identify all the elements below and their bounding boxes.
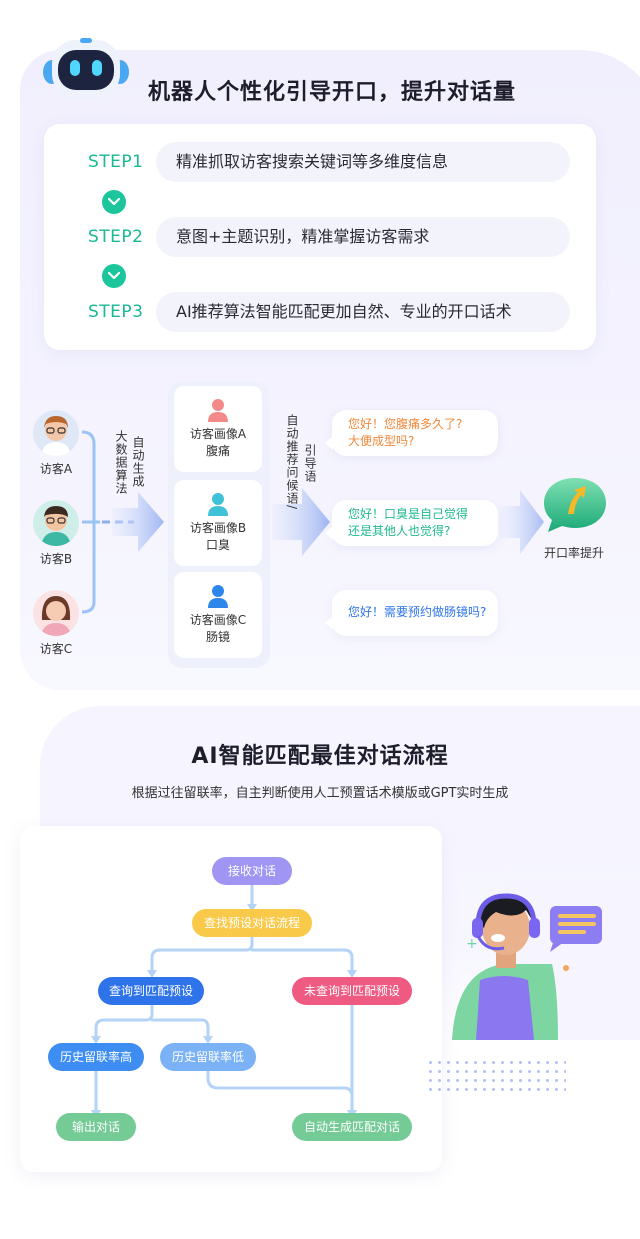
label-guide: 引导语	[303, 444, 317, 483]
flow-connectors	[91, 884, 357, 1118]
steps-card: STEP1 精准抓取访客搜索关键词等多维度信息 STEP2 意图+主题识别，精准…	[44, 124, 596, 350]
persona-title: 访客画像C	[189, 613, 247, 627]
node-lookup: 查找预设对话流程	[192, 909, 312, 937]
rising-chat-icon	[540, 474, 610, 536]
bubble-line: 您好！您腹痛多久了?	[348, 417, 463, 431]
section2-title: AI智能匹配最佳对话流程	[191, 744, 449, 769]
person-icon	[207, 492, 229, 516]
visitor-c: 访客C	[26, 590, 86, 657]
bubble-line: 大便成型吗?	[348, 434, 415, 448]
node-auto-generate: 自动生成匹配对话	[292, 1113, 412, 1141]
chat-bubble-a: 您好！您腹痛多久了? 大便成型吗?	[325, 410, 498, 456]
person-icon	[207, 584, 229, 608]
persona-sub: 口臭	[205, 538, 230, 552]
section2-subtitle: 根据过往留联率，自主判断使用人工预置话术模版或GPT实时生成	[131, 786, 509, 801]
flow1-connectors	[81, 430, 544, 614]
support-agent-illustration: +	[446, 880, 640, 1040]
visitor-name: 访客C	[39, 642, 73, 656]
chevron-down-icon	[102, 190, 126, 214]
step-row-3: STEP3 AI推荐算法智能匹配更加自然、专业的开口话术	[44, 292, 596, 332]
robot-icon	[40, 36, 132, 102]
persona-card-c: 访客画像C 肠镜	[174, 572, 262, 658]
node-receive: 接收对话	[212, 857, 292, 885]
persona-sub: 肠镜	[205, 630, 230, 644]
persona-title: 访客画像A	[189, 427, 247, 441]
bubble-line: 还是其他人也觉得?	[348, 524, 451, 538]
result-label: 开口率提升	[544, 546, 605, 560]
avatar	[33, 500, 79, 546]
step-row-2: STEP2 意图+主题识别，精准掌握访客需求	[44, 217, 596, 257]
step-text: 精准抓取访客搜索关键词等多维度信息	[156, 142, 570, 182]
persona-sub: 腹痛	[205, 444, 230, 458]
avatar	[33, 590, 79, 636]
persona-card-b: 访客画像B 口臭	[174, 480, 262, 566]
section1-title: 机器人个性化引导开口，提升对话量	[148, 80, 517, 105]
step-text: AI推荐算法智能匹配更加自然、专业的开口话术	[156, 292, 570, 332]
visitor-name: 访客A	[39, 462, 73, 476]
step-row-1: STEP1 精准抓取访客搜索关键词等多维度信息	[44, 142, 596, 182]
persona-card-a: 访客画像A 腹痛	[174, 386, 262, 472]
flow-diagram-card: 接收对话 查找预设对话流程 查询到匹配预设 未查询到匹配预设 历史留联率高 历史…	[20, 826, 442, 1172]
persona-title: 访客画像B	[189, 521, 247, 535]
person-icon	[207, 398, 229, 422]
visitor-b: 访客B	[26, 500, 86, 567]
node-low-rate: 历史留联率低	[160, 1043, 256, 1071]
label-big-data: 大数据算法	[114, 430, 128, 495]
label-auto-recommend: 自动推荐问候语/	[285, 414, 299, 511]
step-label: STEP3	[88, 302, 144, 322]
chat-bubble-b: 您好！口臭是自己觉得 还是其他人也觉得?	[325, 500, 498, 546]
bubble-line: 您好！需要预约做肠镜吗?	[348, 605, 487, 619]
node-output: 输出对话	[56, 1113, 136, 1141]
step-text: 意图+主题识别，精准掌握访客需求	[156, 217, 570, 257]
node-not-found: 未查询到匹配预设	[292, 977, 412, 1005]
persona-column: 访客画像A 腹痛 访客画像B 口臭 访客画像C 肠镜	[168, 382, 270, 668]
decorative-dots	[426, 1058, 566, 1092]
visitor-name: 访客B	[39, 552, 73, 566]
chevron-down-icon	[102, 264, 126, 288]
step-label: STEP1	[88, 152, 144, 172]
chat-bubble-c: 您好！需要预约做肠镜吗?	[325, 590, 498, 636]
visitor-a: 访客A	[26, 410, 86, 477]
step-label: STEP2	[88, 227, 144, 247]
node-high-rate: 历史留联率高	[48, 1043, 144, 1071]
node-found: 查询到匹配预设	[98, 977, 204, 1005]
avatar	[33, 410, 79, 456]
label-auto-generate: 自动生成	[131, 436, 145, 488]
bubble-line: 您好！口臭是自己觉得	[348, 507, 469, 521]
svg-text:+: +	[466, 936, 478, 952]
